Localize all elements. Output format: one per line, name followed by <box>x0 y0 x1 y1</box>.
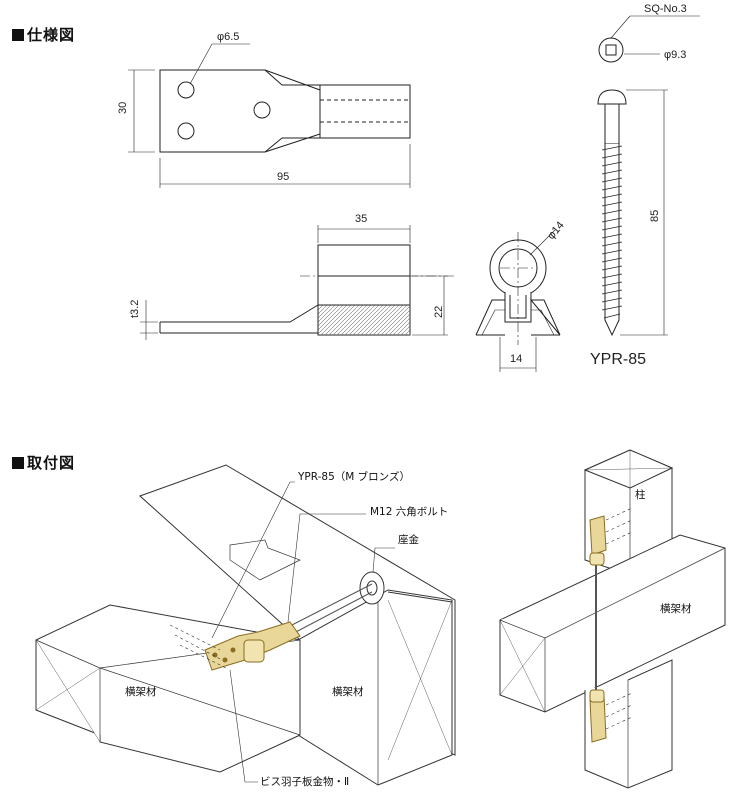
drive-label: SQ-No.3 <box>644 3 687 15</box>
hole-dia-label: φ6.5 <box>217 31 239 43</box>
screw-model-callout: YPR-85（M ブロンズ） <box>297 470 410 483</box>
ring-dia-label: φ14 <box>545 219 567 242</box>
socket-len-label: 35 <box>355 213 367 225</box>
length-label: 95 <box>277 171 289 183</box>
spec-title-text: 仕様図 <box>27 26 76 44</box>
beam-left-label: 横架材 <box>125 685 157 698</box>
beam-right-label: 横架材 <box>332 685 364 698</box>
beam-cross-label: 横架材 <box>660 602 692 615</box>
base-width-label: 14 <box>510 353 522 365</box>
install-section-title: 取付図 <box>12 452 75 473</box>
bolt-hole <box>253 101 271 119</box>
beam-joint-illustration <box>35 464 456 786</box>
head-dia-label: φ9.3 <box>664 49 686 61</box>
model-label: YPR-85 <box>590 351 646 368</box>
height-label: 22 <box>433 306 445 318</box>
install-title-text: 取付図 <box>27 454 76 472</box>
plate-front-view <box>475 229 561 372</box>
plate-side-view <box>140 225 455 340</box>
post-label: 柱 <box>635 488 646 501</box>
square-bullet-icon <box>12 29 24 41</box>
screw-length-label: 85 <box>649 210 661 222</box>
washer-callout: 座金 <box>398 533 419 546</box>
post-joint-illustration <box>499 449 726 789</box>
screw-head-top <box>598 37 624 63</box>
square-bullet-icon <box>12 457 24 469</box>
screw-head-side <box>597 89 627 105</box>
width-label: 30 <box>117 102 129 114</box>
thickness-label: t3.2 <box>129 300 141 318</box>
plate-callout: ビス羽子板金物・Ⅱ <box>260 775 349 788</box>
bolt-hole <box>177 81 195 99</box>
screw-drawing <box>597 15 700 337</box>
bolt-hole <box>177 122 195 140</box>
bolt-callout: M12 六角ボルト <box>370 506 448 518</box>
spec-section-title: 仕様図 <box>12 24 75 45</box>
plate-top-view <box>128 43 411 188</box>
